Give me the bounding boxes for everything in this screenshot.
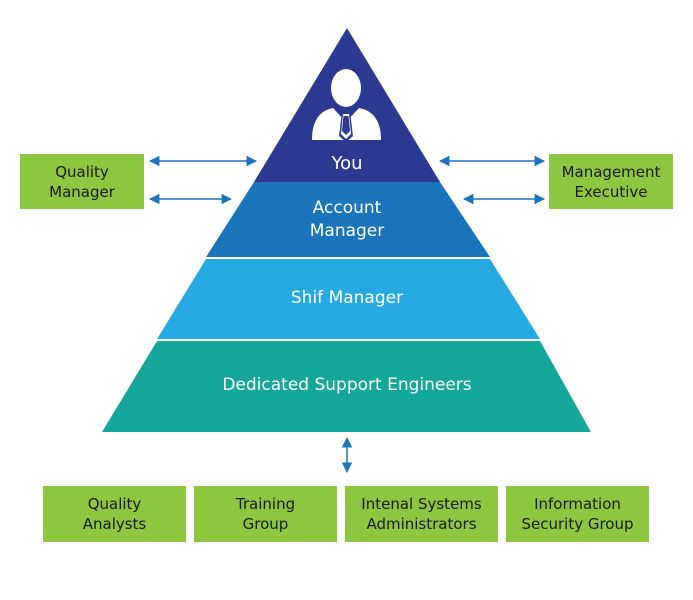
user-avatar-icon xyxy=(312,69,381,142)
tier-label-you: You xyxy=(331,153,363,174)
internal-systems-administrators-box: Intenal Systems Administrators xyxy=(345,486,498,542)
tier-label-account-manager: Account Manager xyxy=(309,198,385,241)
management-executive-box: Management Executive xyxy=(549,154,673,209)
tier-account-manager xyxy=(206,182,490,257)
quality-analysts-box: Quality Analysts xyxy=(43,486,186,542)
tier-support-engineers xyxy=(102,341,591,432)
quality-manager-box: Quality Manager xyxy=(20,154,144,209)
training-group-box: Training Group xyxy=(194,486,337,542)
tier-shift-manager xyxy=(157,259,540,339)
tier-label-shift-manager: Shif Manager xyxy=(290,288,404,308)
tier-label-support-engineers: Dedicated Support Engineers xyxy=(222,375,472,395)
information-security-group-box: Information Security Group xyxy=(506,486,649,542)
